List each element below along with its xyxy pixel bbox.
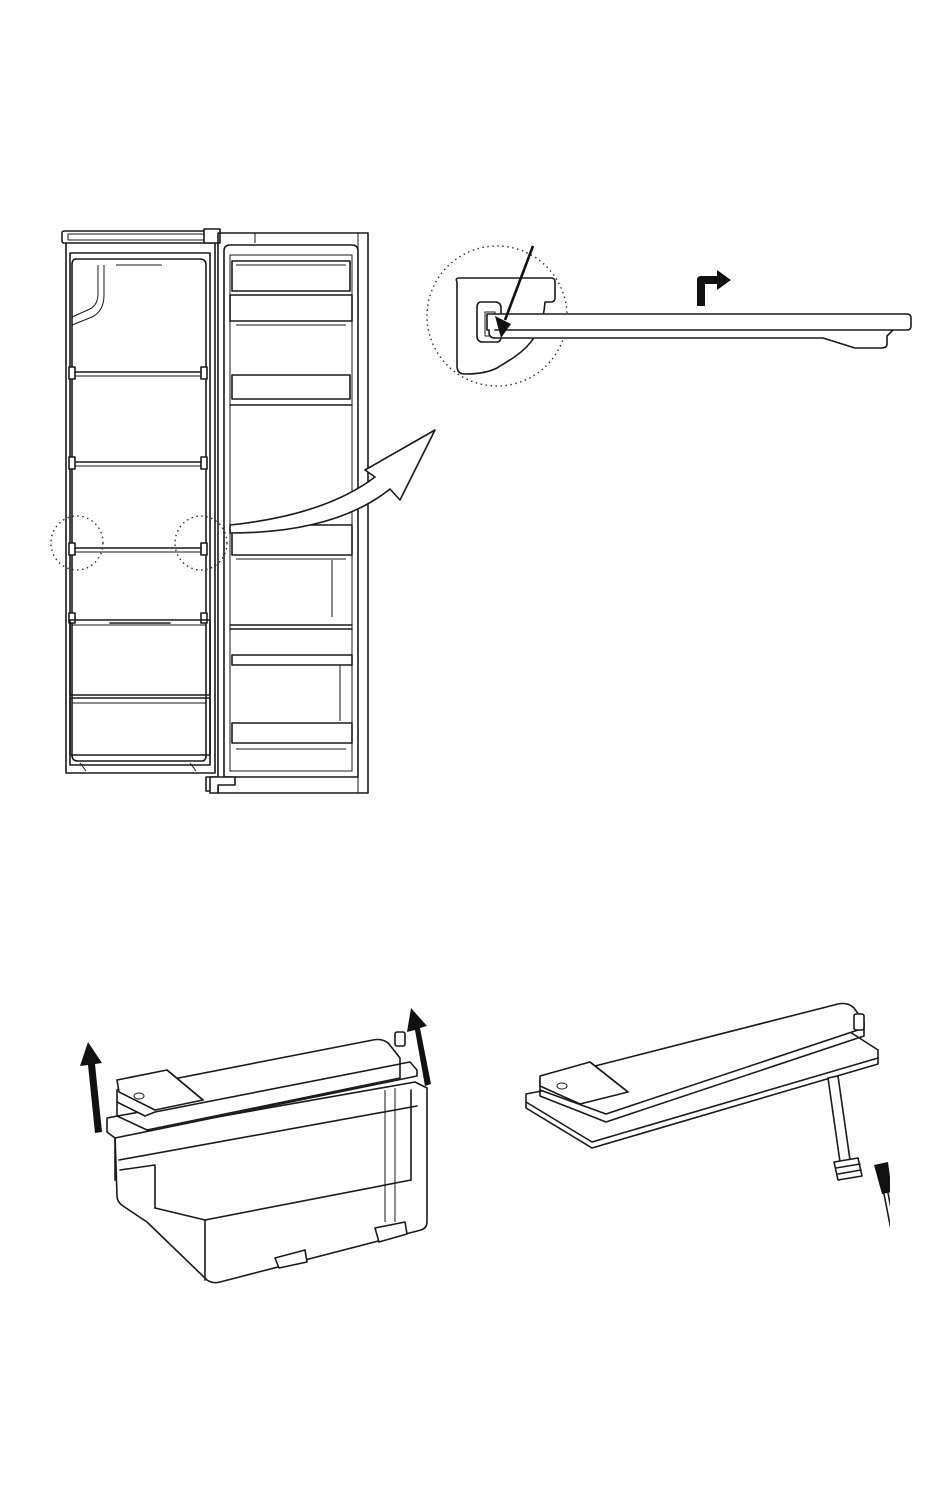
shelf-clip-detail — [425, 240, 915, 400]
callout-arrow-icon — [225, 425, 440, 540]
water-tank-lift — [55, 1000, 455, 1290]
tank-lid-cleaning — [520, 1000, 890, 1245]
